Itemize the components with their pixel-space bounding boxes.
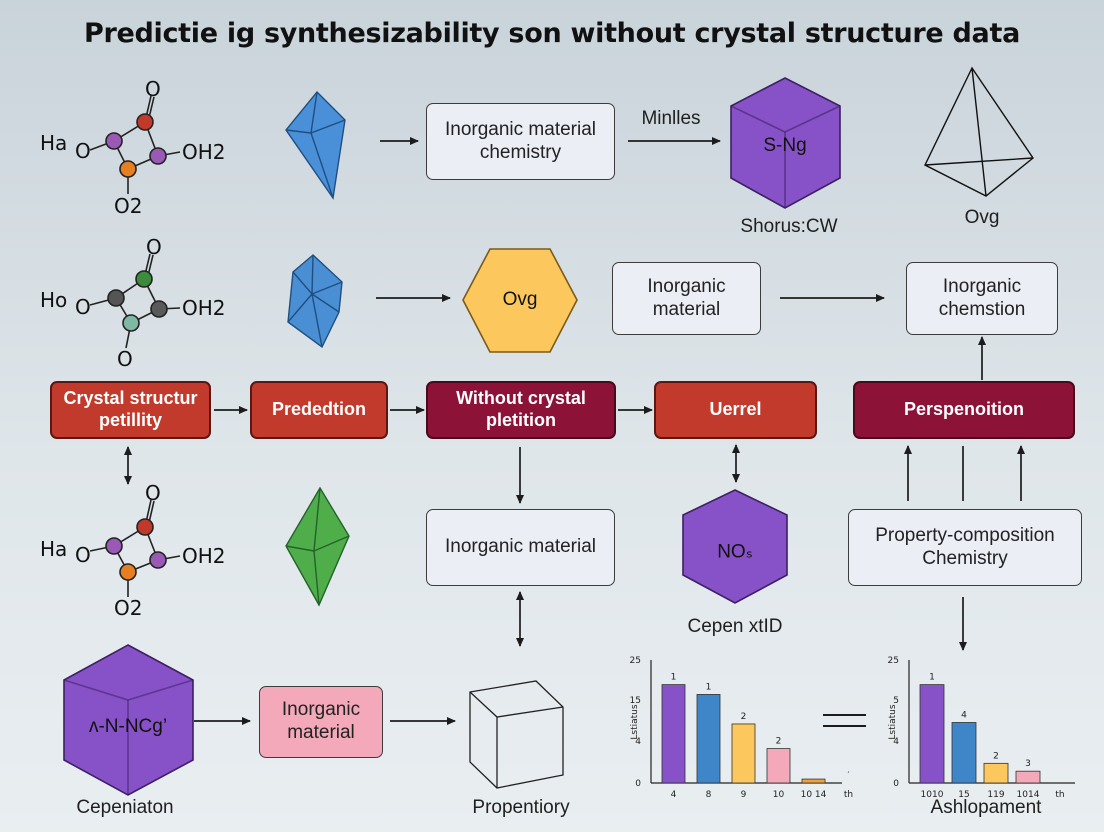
y-axis-label: Lstiatus bbox=[888, 704, 898, 739]
x-tick-label: 9 bbox=[741, 790, 747, 800]
hexagon-label: NOₛ bbox=[717, 541, 753, 563]
bar-data-label: ′ bbox=[847, 771, 849, 781]
y-tick-label: 5 bbox=[893, 696, 899, 706]
purple-hexagon-icon bbox=[682, 489, 788, 604]
pyramid-caption: Ovg bbox=[964, 207, 1000, 228]
x-tick-label: 1010 bbox=[921, 790, 944, 800]
hexagon-caption: Cepeniaton bbox=[76, 797, 174, 818]
bar-data-label: 2 bbox=[776, 737, 782, 747]
blue-crystal-icon bbox=[285, 90, 346, 200]
y-tick-label: 25 bbox=[630, 656, 641, 666]
atom-label: OH2 bbox=[182, 140, 226, 164]
y-axis-label: Lstiatus bbox=[630, 704, 640, 739]
bar-data-label: 2 bbox=[741, 712, 747, 722]
inorganic-material-box: Inorganic material bbox=[259, 686, 383, 758]
chart-bar bbox=[1015, 770, 1041, 784]
bar-data-label: 1 bbox=[929, 673, 935, 683]
chart-bar bbox=[731, 723, 756, 784]
inorganic-material-chemistry-box: Inorganic material chemistry bbox=[426, 103, 615, 180]
inorganic-chemstion-box: Inorganic chemstion bbox=[906, 262, 1058, 335]
atom-label: Ha bbox=[40, 537, 68, 561]
x-tick-label: 119 bbox=[987, 790, 1004, 800]
y-tick-label: 4 bbox=[635, 737, 641, 747]
hexagon-caption: Cepen xtID bbox=[687, 616, 783, 637]
chart-bar bbox=[766, 748, 791, 784]
page-title: Predictie ig synthesizability son withou… bbox=[83, 18, 1021, 49]
without-crystal-box: Without crystal pletition bbox=[426, 381, 616, 439]
atom-label: O bbox=[75, 139, 91, 163]
bar-data-label: 4 bbox=[961, 710, 967, 720]
x-tick-label: 10 bbox=[773, 790, 785, 800]
svg-text:O: O bbox=[145, 481, 161, 505]
chart-bar bbox=[696, 694, 721, 784]
y-tick-label: 15 bbox=[630, 696, 641, 706]
chart-bar bbox=[661, 684, 686, 784]
x-tick-label: th bbox=[844, 790, 853, 800]
molecule-icon: O O bbox=[89, 235, 181, 371]
x-tick-label: 15 bbox=[958, 790, 969, 800]
inorganic-material-box: Inorganic material bbox=[426, 509, 615, 586]
x-tick-label: 4 bbox=[671, 790, 677, 800]
hexagon-label: S-Ng bbox=[763, 135, 807, 156]
orange-hexagon-icon bbox=[462, 248, 578, 353]
bar-data-label: 2 bbox=[993, 751, 999, 761]
svg-text:O: O bbox=[145, 77, 161, 101]
svg-text:O: O bbox=[117, 347, 133, 371]
y-tick-label: 0 bbox=[635, 779, 641, 789]
wire-cube-icon bbox=[469, 680, 564, 789]
atom-label: O2 bbox=[114, 194, 143, 218]
x-tick-label: 10 14 bbox=[801, 790, 827, 800]
inorganic-material-box: Inorganic material bbox=[612, 262, 761, 335]
bar-data-label: 1 bbox=[671, 673, 677, 683]
y-tick-label: 0 bbox=[893, 779, 899, 789]
property-composition-box: Property-composition Chemistry bbox=[848, 509, 1082, 586]
atom-label: OH2 bbox=[182, 296, 226, 320]
perspenoition-box: Perspenoition bbox=[853, 381, 1075, 439]
atom-label: OH2 bbox=[182, 544, 226, 568]
arrow-label: Minlles bbox=[641, 108, 701, 129]
bar-data-label: 1 bbox=[706, 682, 712, 692]
molecule-icon: O bbox=[89, 481, 181, 597]
atom-label: O bbox=[75, 543, 91, 567]
atom-label: Ho bbox=[40, 288, 68, 312]
equals-icon bbox=[823, 714, 866, 727]
chart-caption: Ashlopament bbox=[930, 797, 1042, 818]
x-tick-label: 1014 bbox=[1017, 790, 1040, 800]
purple-hexagon-icon bbox=[730, 77, 841, 209]
flow-arrows bbox=[124, 137, 1025, 725]
hexagon-caption: Shorus:CW bbox=[740, 216, 838, 237]
x-tick-label: th bbox=[1055, 790, 1064, 800]
bar-data-label: 3 bbox=[1025, 759, 1031, 769]
blue-crystal-icon bbox=[287, 254, 343, 349]
hexagon-label: ʌ-N-NCg’ bbox=[88, 716, 168, 737]
y-tick-label: 4 bbox=[893, 737, 899, 747]
wire-pyramid-icon bbox=[924, 66, 1034, 197]
chart-bar bbox=[919, 684, 945, 784]
uerrel-box: Uerrel bbox=[654, 381, 817, 439]
prediction-box: Prededtion bbox=[250, 381, 388, 439]
chart-bar bbox=[951, 722, 977, 784]
atom-label: O2 bbox=[114, 596, 143, 620]
molecule-icon: O bbox=[89, 77, 181, 194]
atom-label: Ha bbox=[40, 131, 68, 155]
atom-label: O bbox=[75, 295, 91, 319]
chart-bar bbox=[801, 778, 826, 784]
hexagon-label: Ovg bbox=[502, 289, 538, 310]
green-crystal-icon bbox=[285, 486, 350, 607]
chart-bar bbox=[983, 762, 1009, 784]
cube-caption: Propentiory bbox=[472, 797, 570, 818]
svg-text:O: O bbox=[146, 235, 162, 259]
x-tick-label: 8 bbox=[706, 790, 712, 800]
crystal-structure-box: Crystal structur petillity bbox=[50, 381, 211, 439]
purple-hexagon-icon bbox=[63, 644, 194, 796]
y-tick-label: 25 bbox=[888, 656, 899, 666]
